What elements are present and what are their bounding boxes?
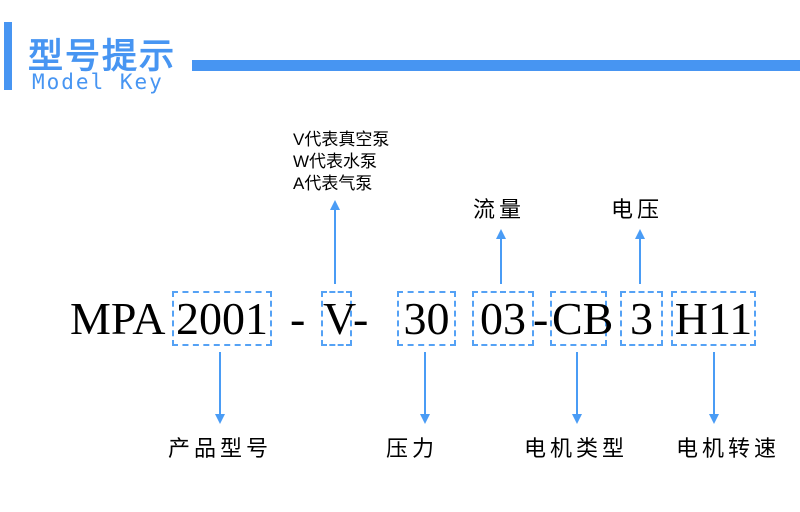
- model-segment-series: 2001: [172, 291, 272, 346]
- arrow-line: [639, 238, 641, 284]
- arrowhead-icon: [496, 229, 506, 239]
- arrowhead-icon: [635, 229, 645, 239]
- arrowhead-icon: [709, 414, 719, 424]
- model-segment-motor-speed: H11: [671, 291, 756, 346]
- arrow-line: [576, 352, 578, 415]
- page-subtitle: Model Key: [32, 70, 164, 94]
- pressure-arrow-down-icon: [420, 352, 430, 424]
- arrow-line: [713, 352, 715, 415]
- pressure-label: 压力: [386, 436, 439, 461]
- flow-arrow-up-icon: [496, 229, 506, 284]
- pump-type-legend-line-3: A代表气泵: [293, 174, 373, 193]
- pump-type-legend-line-1: V代表真空泵: [293, 130, 390, 149]
- model-segment-pump-type: V: [321, 291, 357, 346]
- motor-speed-label: 电机转速: [676, 436, 781, 461]
- header-rule: [192, 60, 800, 71]
- arrow-line: [500, 238, 502, 284]
- arrowhead-icon: [572, 414, 582, 424]
- pump-type-arrow-up-icon: [330, 200, 340, 284]
- motor-type-arrow-down-icon: [572, 352, 582, 424]
- flow-label: 流量: [473, 197, 526, 222]
- voltage-arrow-up-icon: [635, 229, 645, 284]
- model-segment-flow: 03: [472, 291, 534, 346]
- arrow-line: [424, 352, 426, 415]
- series-label: 产品型号: [168, 436, 273, 461]
- motor-speed-arrow-down-icon: [709, 352, 719, 424]
- arrowhead-icon: [330, 200, 340, 210]
- pump-type-legend-line-2: W代表水泵: [293, 152, 378, 171]
- arrowhead-icon: [215, 414, 225, 424]
- model-segment-voltage: 3: [620, 291, 663, 346]
- model-segment-pressure: 30: [397, 291, 456, 346]
- series-arrow-down-icon: [215, 352, 225, 424]
- arrowhead-icon: [420, 414, 430, 424]
- arrow-line: [334, 209, 336, 284]
- model-segment-motor-type: CB: [550, 291, 614, 346]
- pump-type-legend: V代表真空泵 W代表水泵 A代表气泵: [293, 129, 389, 195]
- voltage-label: 电压: [611, 197, 664, 222]
- model-separator-2: -: [353, 293, 369, 344]
- header-accent-bar: [4, 22, 12, 90]
- page-title: 型号提示: [28, 37, 177, 76]
- motor-type-label: 电机类型: [524, 436, 629, 461]
- model-separator-1: -: [290, 293, 306, 344]
- model-separator-3: -: [533, 293, 549, 344]
- arrow-line: [219, 352, 221, 415]
- model-prefix: MPA: [70, 293, 166, 344]
